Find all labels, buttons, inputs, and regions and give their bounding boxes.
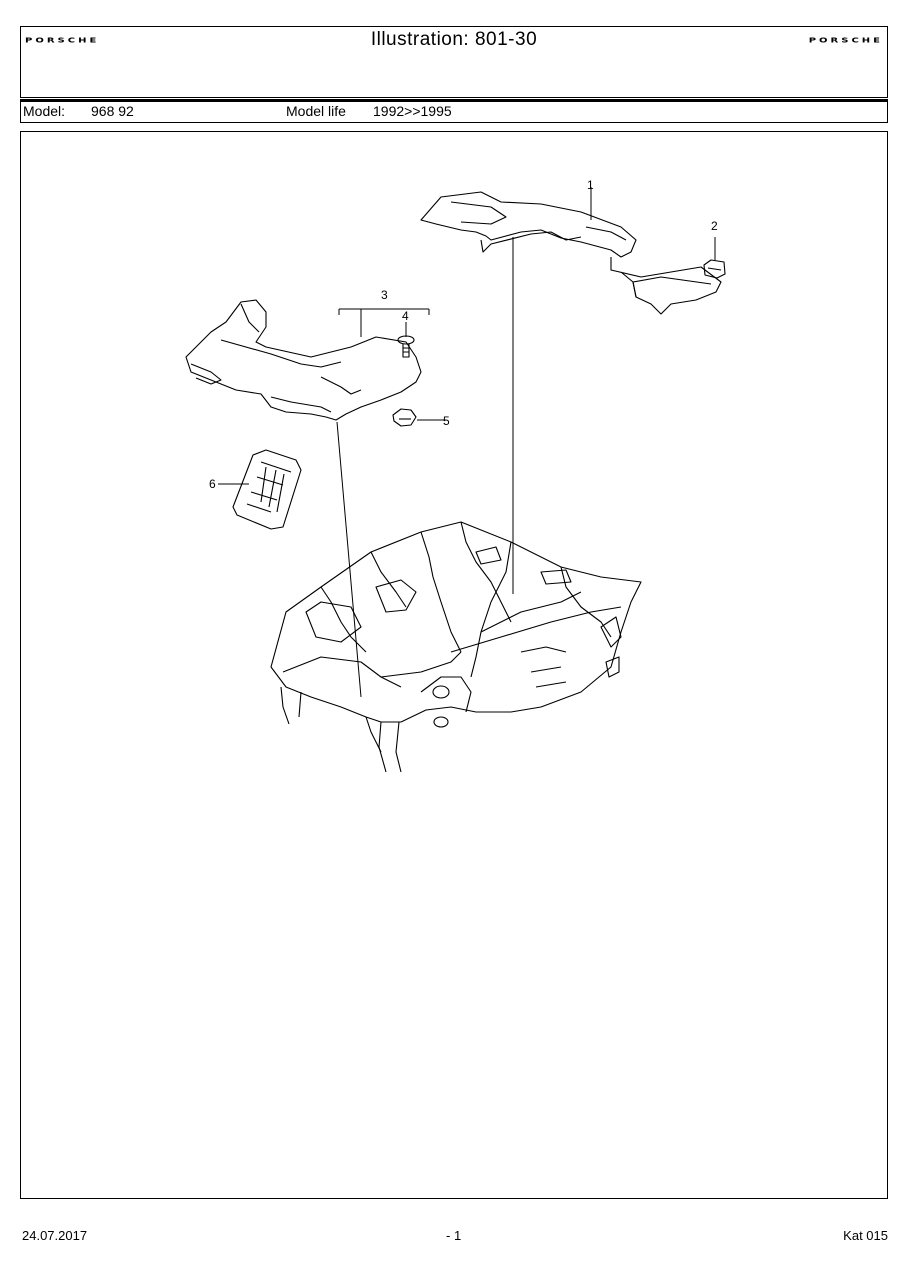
callout-1: 1 <box>587 178 594 192</box>
exploded-parts-drawing: 1 2 3 4 5 6 <box>185 178 726 773</box>
part-4-screw <box>397 335 415 358</box>
callout-3: 3 <box>381 288 388 302</box>
model-row: Model: 968 92 Model life 1992>>1995 <box>20 99 888 123</box>
footer-catalog: Kat 015 <box>843 1228 888 1243</box>
part-5-nut <box>392 408 417 427</box>
front-body-structure <box>270 521 642 773</box>
leader-lines <box>218 187 716 698</box>
callout-4: 4 <box>402 309 409 323</box>
part-1-panel <box>420 191 722 315</box>
callout-labels: 1 2 3 4 5 6 <box>209 178 718 491</box>
callout-5: 5 <box>443 414 450 428</box>
footer-date: 24.07.2017 <box>22 1228 88 1243</box>
callout-2: 2 <box>711 219 718 233</box>
parts-illustration: 1 2 3 4 5 6 <box>20 131 888 1199</box>
porsche-logo-right: PORSCHE <box>808 37 883 45</box>
model-value: 968 92 <box>91 103 134 119</box>
model-life-label: Model life <box>286 103 346 119</box>
part-6-bag <box>232 449 302 530</box>
porsche-logo-left: PORSCHE <box>25 37 100 45</box>
page-header: PORSCHE Illustration: 801-30 PORSCHE <box>20 26 888 98</box>
model-label: Model: <box>23 103 66 119</box>
footer-page-number: - 1 <box>446 1228 462 1243</box>
illustration-title: Illustration: 801-30 <box>370 29 538 50</box>
part-2-clip <box>703 259 726 279</box>
callout-6: 6 <box>209 477 216 491</box>
part-3-panel <box>185 299 422 421</box>
model-life-value: 1992>>1995 <box>373 103 452 119</box>
